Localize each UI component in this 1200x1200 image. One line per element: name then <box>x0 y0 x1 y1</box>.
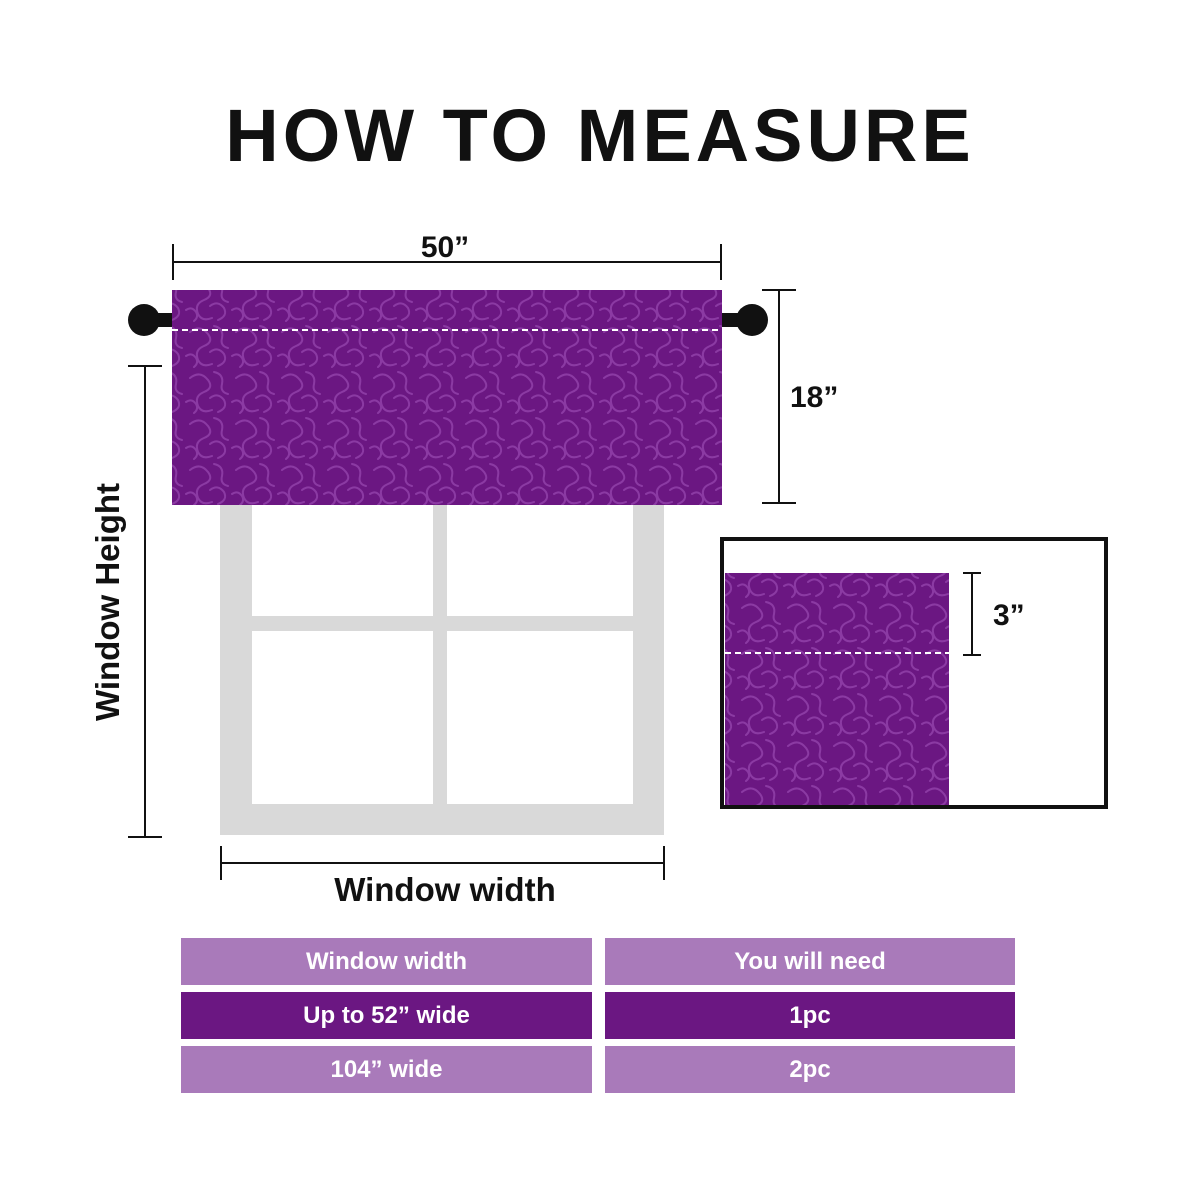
rod-pocket-detail <box>720 537 1108 809</box>
table-cell-quantity: 1pc <box>605 992 1015 1039</box>
table-row: Up to 52” wide 1pc <box>181 992 1015 1039</box>
table-cell-quantity: 2pc <box>605 1046 1015 1093</box>
window-width-dimension-line <box>220 846 665 880</box>
table-row: 104” wide 2pc <box>181 1046 1015 1093</box>
page-title: HOW TO MEASURE <box>225 94 975 177</box>
table-cell-width: 104” wide <box>181 1046 592 1093</box>
window-width-label: Window width <box>334 871 556 908</box>
width-dimension-line <box>172 244 722 280</box>
window-frame <box>220 500 664 835</box>
table-header-you-will-need: You will need <box>605 938 1015 985</box>
table-cell-width: Up to 52” wide <box>181 992 592 1039</box>
window-height-text: Window Height <box>89 483 126 721</box>
height-dimension-line <box>762 289 796 504</box>
table-header-window-width: Window width <box>181 938 592 985</box>
valance-height-label: 18” <box>790 381 839 414</box>
rod-pocket-label: 3” <box>993 599 1025 632</box>
valance-width-label: 50” <box>420 231 470 264</box>
valance-panel <box>172 290 722 505</box>
table-header-row: Window width You will need <box>181 938 1015 985</box>
window-height-dimension-line <box>128 365 162 838</box>
